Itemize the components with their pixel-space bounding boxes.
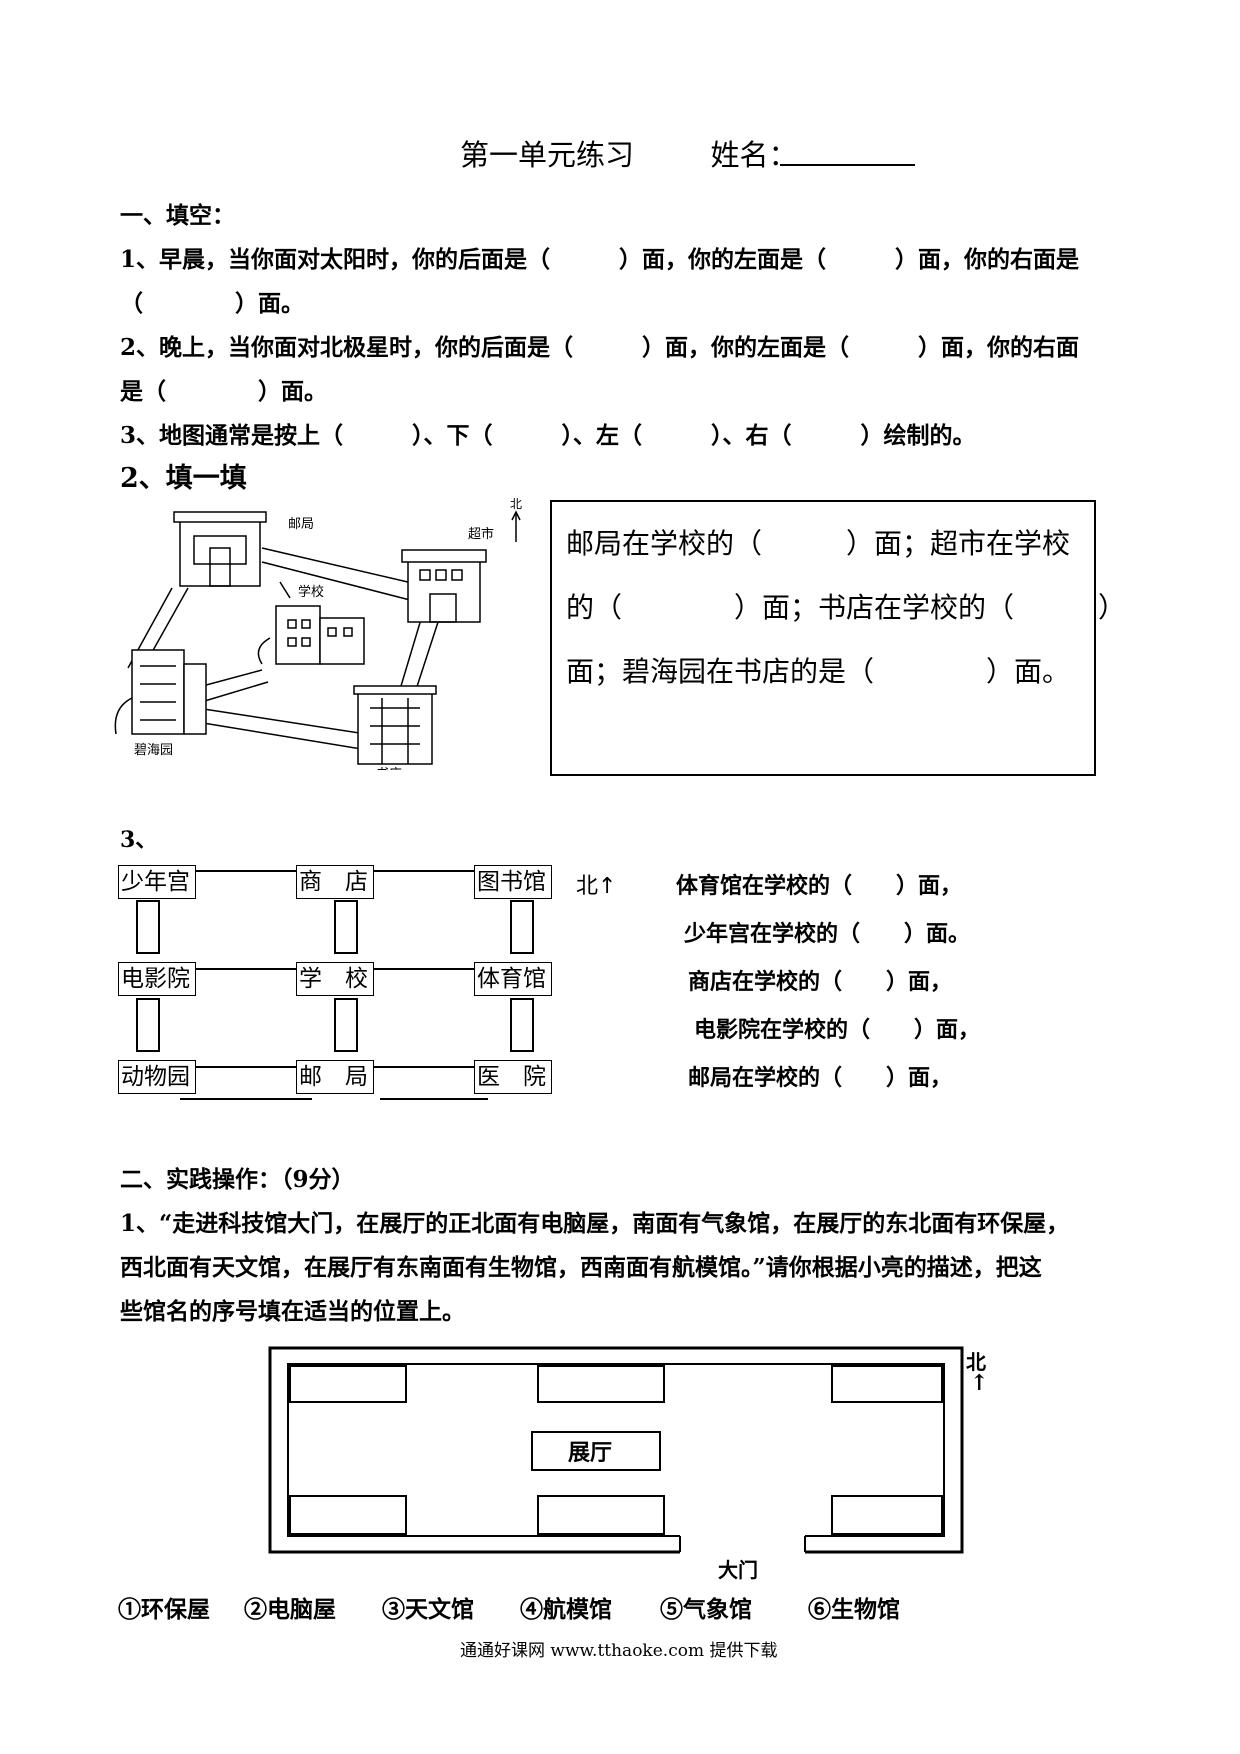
map-label-bookstore: 书店	[376, 767, 402, 770]
hall-label: 展厅	[568, 1441, 612, 1466]
grid-cell: 医 院	[474, 1060, 552, 1094]
road	[196, 870, 296, 872]
footer-text: 通通好课网 www.tthaoke.com 提供下载	[460, 1641, 778, 1661]
road	[374, 870, 474, 872]
q2-line1: 2、晚上，当你面对北极星时，你的后面是（ ）面，你的左面是（ ）面，你的右面	[120, 334, 1080, 361]
section2-heading: 2、填一填	[120, 463, 247, 494]
grid-cell: 动物园	[118, 1060, 196, 1094]
q3-question-1: 体育馆在学校的（ ）面，	[676, 873, 963, 899]
road	[374, 1066, 474, 1068]
grid-cell: 少年宫	[118, 865, 196, 899]
exhibition-floor-plan: 展厅	[268, 1346, 964, 1554]
q1-line2: （ ）面。	[120, 290, 304, 317]
road-vertical	[334, 998, 358, 1052]
map-north-label: 北	[510, 498, 522, 511]
page-title: 第一单元练习 姓名：	[460, 132, 797, 174]
road-vertical	[334, 900, 358, 954]
road	[380, 1098, 488, 1100]
option-2: ②电脑屋	[244, 1596, 336, 1623]
town-map: 邮局 超市 学校 碧海园 书店 北	[114, 498, 522, 770]
option-6: ⑥生物馆	[808, 1596, 900, 1623]
road-vertical	[136, 998, 160, 1052]
q3-question-5: 邮局在学校的（ ）面，	[688, 1065, 953, 1091]
title-text: 第一单元练习	[460, 138, 635, 172]
box-line-3: 面；碧海园在书店的是（ ）面。	[566, 655, 1071, 688]
road-vertical	[510, 998, 534, 1052]
road	[374, 968, 474, 970]
grid-cell: 体育馆	[474, 962, 552, 996]
practice-text-1: 1、“走进科技馆大门，在展厅的正北面有电脑屋，南面有气象馆，在展厅的东北面有环保…	[120, 1210, 1070, 1237]
road	[196, 968, 296, 970]
q3-question-4: 电影院在学校的（ ）面，	[694, 1017, 981, 1043]
grid-cell: 图书馆	[474, 865, 552, 899]
map-label-post: 邮局	[288, 517, 314, 532]
grid-cell: 商 店	[296, 865, 374, 899]
gate-label: 大门	[718, 1558, 758, 1582]
practice-text-2: 西北面有天文馆，在展厅有东南面有生物馆，西南面有航模馆。”请你根据小亮的描述，把…	[120, 1254, 1042, 1281]
section3-heading: 3、	[120, 827, 158, 853]
q1-line1: 1、早晨，当你面对太阳时，你的后面是（ ）面，你的左面是（ ）面，你的右面是	[120, 246, 1080, 273]
map-label-garden: 碧海园	[134, 743, 173, 758]
map-label-market: 超市	[468, 526, 494, 542]
plan-north-label: 北	[966, 1350, 986, 1374]
practice-text-3: 些馆名的序号填在适当的位置上。	[120, 1298, 465, 1325]
answer-box	[550, 500, 1096, 776]
q3-line: 3、地图通常是按上（ ）、下（ ）、左（ ）、右（ ）绘制的。	[120, 422, 976, 449]
map-label-school: 学校	[298, 584, 324, 600]
q2-line2: 是（ ）面。	[120, 378, 327, 405]
grid-cell: 学 校	[296, 962, 374, 996]
road	[180, 1098, 312, 1100]
q3-question-2: 少年宫在学校的（ ）面。	[684, 921, 971, 947]
option-4: ④航模馆	[520, 1596, 612, 1623]
road-vertical	[136, 900, 160, 954]
box-line-2: 的（ ）面；书店在学校的（ ）	[566, 591, 1127, 624]
option-1: ①环保屋	[118, 1596, 210, 1623]
road	[196, 1066, 296, 1068]
road-vertical	[510, 900, 534, 954]
box-line-1: 邮局在学校的（ ）面；超市在学校	[566, 527, 1071, 560]
option-5: ⑤气象馆	[660, 1596, 752, 1623]
name-blank-line[interactable]	[780, 164, 915, 166]
grid-cell: 邮 局	[296, 1060, 374, 1094]
option-3: ③天文馆	[382, 1596, 474, 1623]
north-arrow-icon: ↑	[970, 1370, 989, 1396]
grid-north-label: 北↑	[576, 874, 617, 899]
section1-heading: 一、填空：	[120, 202, 235, 229]
practice-heading: 二、实践操作：（9分）	[120, 1166, 355, 1193]
name-label: 姓名：	[710, 138, 798, 172]
q3-question-3: 商店在学校的（ ）面，	[688, 969, 953, 995]
grid-cell: 电影院	[118, 962, 196, 996]
